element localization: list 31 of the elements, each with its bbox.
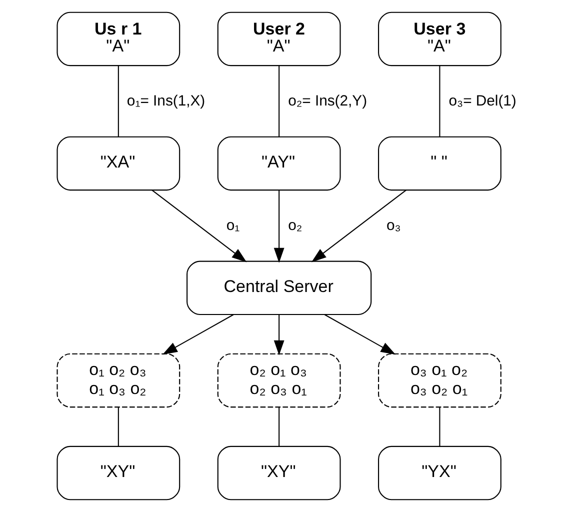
connector: [117, 66, 118, 137]
arrow: [273, 190, 284, 263]
connector: [278, 66, 280, 137]
connector: [438, 407, 440, 446]
connector: [438, 66, 440, 137]
node-box: Us r 1 "A": [56, 12, 180, 66]
arrow: [324, 314, 396, 355]
edge-label: o₃= Del(1): [448, 94, 516, 110]
connector: [278, 407, 280, 446]
node-box: "AY": [216, 136, 340, 191]
edge-label: o₂: [288, 218, 302, 234]
edge-label: o₁: [226, 218, 240, 234]
node-box: o₃ o₁ o₂ o₃ o₂ o₁: [378, 353, 501, 408]
edge-label: o₂= Ins(2,Y): [288, 94, 367, 110]
node-box: "XA": [56, 136, 180, 191]
node-box: User 3 "A": [378, 12, 501, 66]
arrow: [273, 314, 284, 356]
edge-label: o₃: [386, 218, 400, 234]
arrow: [162, 314, 234, 355]
edge-label: o₁= Ins(1,X): [126, 94, 205, 110]
node-box: "XY": [56, 446, 180, 500]
connector: [117, 407, 118, 446]
node-box: "XY": [216, 446, 340, 500]
node-box: User 2 "A": [216, 12, 340, 66]
node-box: o₂ o₁ o₃ o₂ o₃ o₁: [216, 353, 340, 408]
node-box: "YX": [378, 446, 501, 500]
arrow: [151, 190, 246, 262]
arrow: [310, 190, 406, 262]
node-box: " ": [378, 136, 501, 191]
node-box: Central Server: [186, 260, 372, 316]
node-box: o₁ o₂ o₃ o₁ o₃ o₂: [56, 353, 180, 408]
